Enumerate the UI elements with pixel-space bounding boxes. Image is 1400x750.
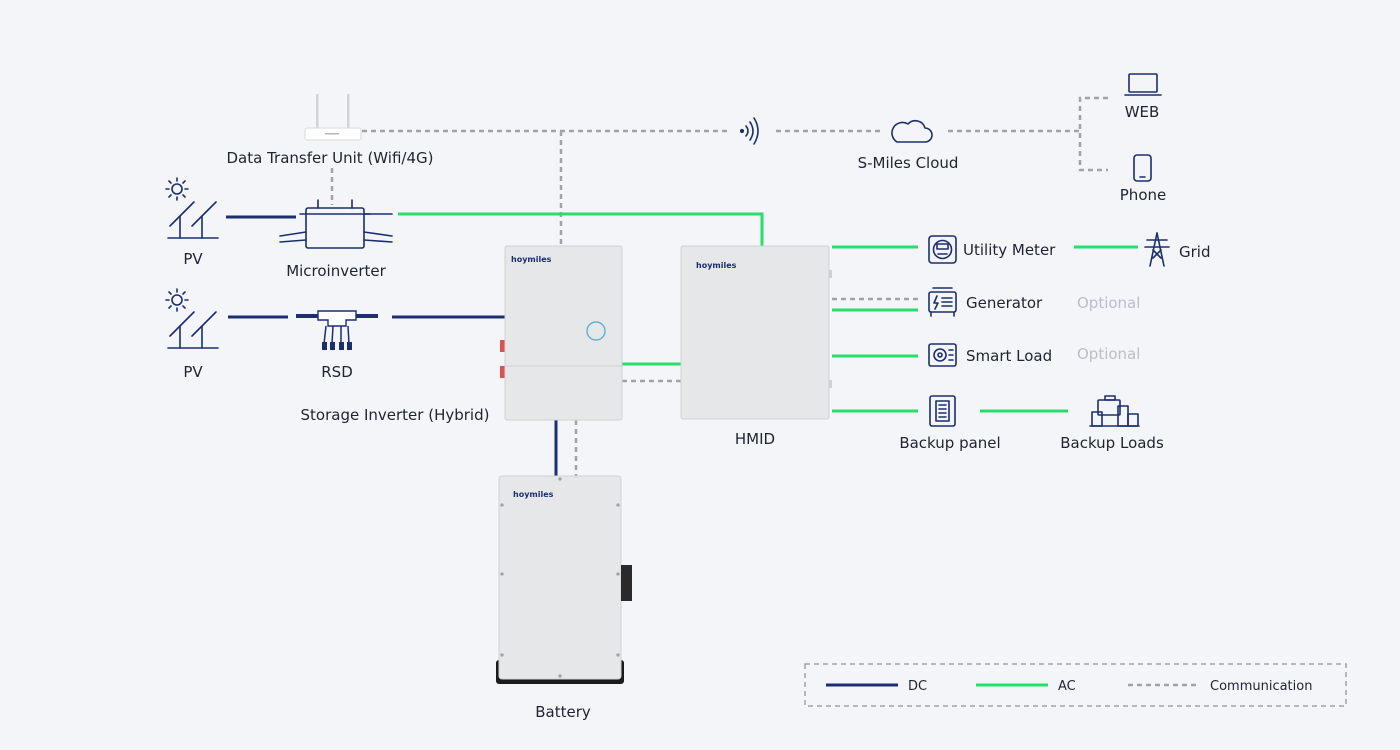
battery-label: Battery: [535, 703, 591, 721]
legend-ac-label: AC: [1058, 679, 1076, 694]
optional-smart-load-label: Optional: [1077, 345, 1140, 363]
optional-generator-label: Optional: [1077, 294, 1140, 312]
smart-load-label: Smart Load: [966, 347, 1052, 365]
legend: DC AC Communication: [804, 663, 1347, 707]
hmid-label: HMID: [735, 430, 775, 448]
phone-icon: [1133, 154, 1152, 182]
router-icon: [304, 94, 362, 141]
phone-label: Phone: [1120, 186, 1166, 204]
backup-loads-icon: [1089, 395, 1140, 427]
microinverter-icon: [279, 199, 393, 249]
sun-icon: [165, 288, 189, 312]
battery-unit: hoymiles: [496, 475, 632, 684]
smart-load-icon: [928, 343, 957, 367]
generator-label: Generator: [966, 294, 1043, 312]
storage-inverter-label: Storage Inverter (Hybrid): [301, 406, 490, 424]
wifi-signal-icon: [739, 117, 759, 145]
microinverter-label: Microinverter: [286, 262, 386, 280]
dc-lines: [226, 215, 558, 476]
pv-top-label: PV: [183, 250, 203, 268]
legend-communication-label: Communication: [1210, 679, 1312, 694]
hmid-unit: hoymiles: [680, 245, 832, 420]
utility-meter-icon: [928, 235, 957, 264]
transmission-tower-icon: [1144, 232, 1170, 267]
brand-label: hoymiles: [513, 490, 554, 499]
pv-bottom-label: PV: [183, 363, 203, 381]
utility-meter-label: Utility Meter: [963, 241, 1056, 259]
rsd-label: RSD: [321, 363, 353, 381]
sun-icon: [165, 177, 189, 201]
backup-panel-icon: [929, 395, 956, 427]
solar-panel-icon: [167, 201, 219, 239]
grid-label: Grid: [1179, 243, 1210, 261]
cloud-icon: [891, 120, 933, 143]
backup-panel-label: Backup panel: [899, 434, 1000, 452]
web-label: WEB: [1125, 103, 1160, 121]
solar-panel-icon: [167, 311, 219, 349]
ac-lines: [398, 212, 1138, 413]
dtu-label: Data Transfer Unit (Wifi/4G): [226, 149, 433, 167]
cloud-label: S-Miles Cloud: [858, 154, 959, 172]
generator-icon: [928, 287, 957, 317]
communication-lines: [330, 96, 1108, 476]
brand-label: hoymiles: [511, 255, 552, 264]
backup-loads-label: Backup Loads: [1060, 434, 1164, 452]
rsd-icon: [296, 310, 378, 350]
brand-label: hoymiles: [696, 261, 737, 270]
laptop-icon: [1124, 73, 1162, 96]
legend-dc-label: DC: [908, 679, 927, 694]
storage-inverter-unit: hoymiles: [500, 245, 623, 421]
